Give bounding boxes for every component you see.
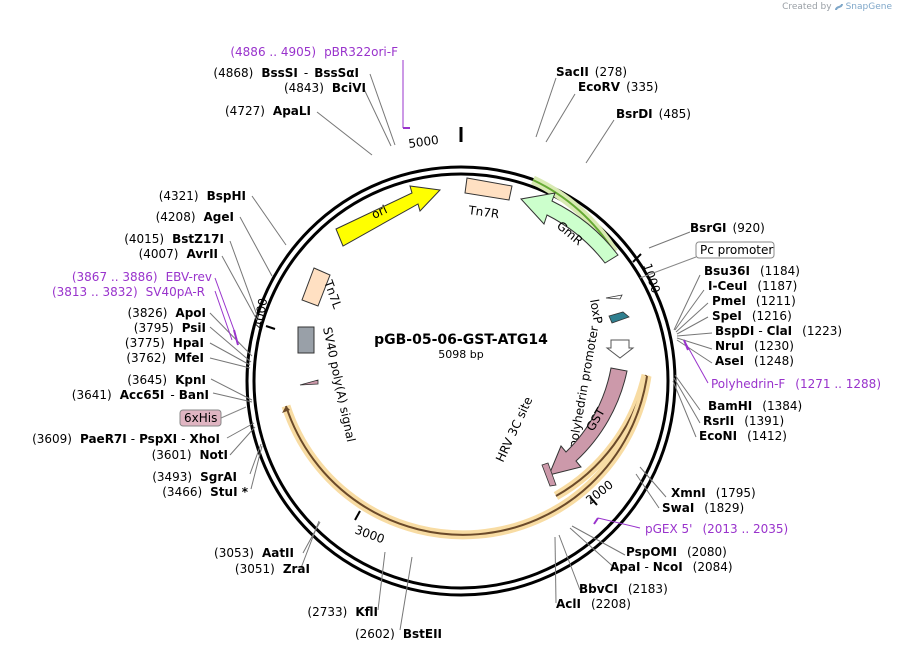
site-bsrdi: BsrDI(485) [616,107,691,121]
loxp-feature[interactable] [608,311,630,324]
primer-sv40pa-r: (3813 .. 3832)SV40pA-R [52,285,205,299]
site-econi: EcoNI(1412) [699,429,787,443]
credit-brand: SnapGene [845,2,892,12]
site-bamhi: BamHI(1384) [708,399,802,413]
site-ecorv: EcoRV(335) [578,80,658,94]
his6-label: 6xHis [184,411,217,425]
site-acc65i: (3641)Acc65I-BanI [72,388,209,402]
hrv-site-feature[interactable] [541,462,557,487]
site-zrai: (3051)ZraI [235,562,310,576]
primer-polyhedrin-f: Polyhedrin-F(1271 .. 1288) [711,377,881,391]
plasmid-length: 5098 bp [438,348,483,361]
site-bsteii: (2602)BstEII [355,627,442,641]
site-stui: (3466)StuI * [162,485,248,499]
ruler-label-3000: 3000 [353,523,386,547]
tn7l-feature[interactable] [301,267,331,307]
primer-pgex5: pGEX 5'(2013 .. 2035) [645,522,788,536]
site-apai: ApaI-NcoI(2084) [610,560,733,574]
site-bsssi: (4868)BssSI-BssSαI [213,66,359,80]
site-bsrgi: BsrGI(920) [690,221,765,235]
site-pmei: PmeI(1211) [712,294,796,308]
site-xmni: XmnI(1795) [671,486,756,500]
small-pink-feature [299,379,319,386]
site-bsu36i: Bsu36I(1184) [704,264,800,278]
sv40-label: SV40 poly(A) signal [320,326,358,444]
site-kpni: (3645)KpnI [127,373,206,387]
ori-feature[interactable] [335,185,442,247]
site-bstz17i: (4015)BstZ17I [124,232,224,246]
site-bbvci: BbvCI(2183) [579,582,668,596]
site-apoi: (3826)ApoI [128,306,207,320]
site-iceui: I-CeuI(1187) [708,279,797,293]
ruler-label-1000: 1000 [640,262,663,295]
site-swai: SwaI(1829) [662,501,744,515]
site-psii: (3795)PsiI [134,321,206,335]
site-pspomi: PspOMI(2080) [626,545,727,559]
site-bspdi: BspDI-ClaI(1223) [715,324,842,338]
primer-pbr322ori-f: (4886 .. 4905)pBR322ori-F [230,45,398,59]
site-agei: (4208)AgeI [156,210,234,224]
ori-label: ori [369,202,389,221]
site-sgrai: (3493)SgrAI [152,470,237,484]
primer-ebv-rev: (3867 .. 3886)EBV-rev [72,270,212,284]
site-hpai: (3775)HpaI [125,336,204,350]
gst-feature[interactable] [548,367,628,476]
gmr-feature[interactable] [520,192,619,264]
site-apali: (4727)ApaLI [225,104,311,118]
pc-promoter-box [695,241,775,259]
site-spei: SpeI(1216) [712,309,792,323]
site-sacii: SacII(278) [556,65,627,79]
loxp-arrow-outline [605,294,623,300]
credit-prefix: Created by [782,2,832,12]
pc-promoter-label: Pc promoter [700,243,773,257]
site-avrii: (4007)AvrII [139,247,218,261]
plasmid-name: pGB-05-06-GST-ATG14 [374,332,548,348]
primer-marks [214,60,709,529]
site-nrui: NruI(1230) [715,339,794,353]
site-mfei: (3762)MfeI [126,351,204,365]
site-noti: (3601)NotI [152,448,228,462]
tn7l-label: Tn7L [321,277,345,311]
loxp-label: loxP [587,298,605,325]
ruler-label-4000: 4000 [251,297,270,330]
snapgene-logo-icon [834,3,843,11]
site-bcivi: (4843)BciVI [284,81,366,95]
tn7r-label: Tn7R [467,203,501,221]
site-bsphi: (4321)BspHI [159,189,246,203]
site-acli: AclI(2208) [556,597,631,611]
ruler-ticks [265,253,642,521]
site-paer7i: (3609)PaeR7I-PspXI-XhoI [32,432,220,446]
hrv-label: HRV 3C site [493,395,535,465]
snapgene-credit: Created by SnapGene [782,2,892,12]
site-rsrii: RsrII(1391) [703,414,784,428]
backbone [245,165,677,597]
sv40-block[interactable] [297,326,315,354]
site-kfli: (2733)KflI [307,605,378,619]
site-callout-lines [209,73,713,631]
polyhedrin-promoter-feature[interactable] [605,339,635,359]
site-aatii: (3053)AatII [214,546,294,560]
ruler-label-5000: 5000 [407,133,439,151]
tn7r-feature[interactable] [464,177,513,201]
site-asei: AseI(1248) [715,354,794,368]
